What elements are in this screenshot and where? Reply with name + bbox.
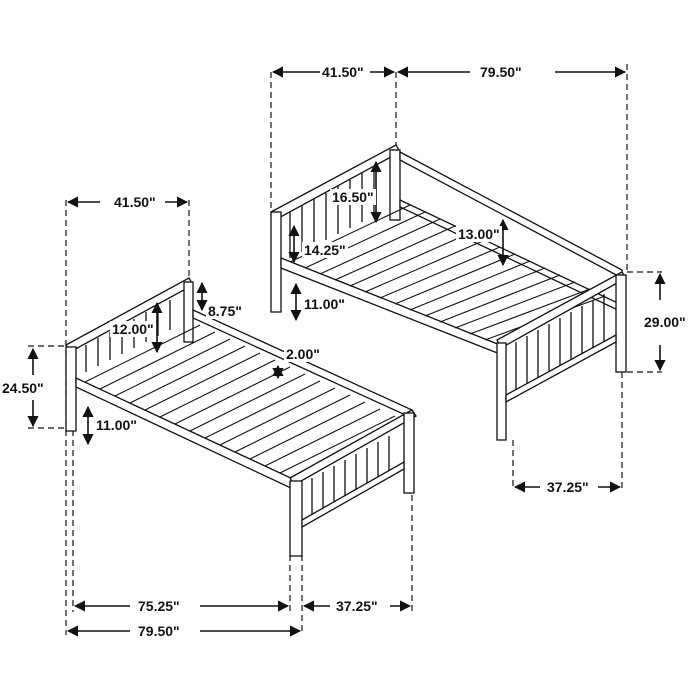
top-bed-footboard-height-label: 29.00" [642, 314, 688, 330]
bottom-bed-headboard-panel-label: 12.00" [110, 321, 156, 337]
top-bed-footboard-width-label: 37.25" [545, 479, 591, 495]
top-bed-drawing [270, 64, 662, 490]
bottom-bed-overall-height-label: 24.50" [0, 380, 46, 396]
top-bed-guard-rail-label: 13.00" [456, 226, 502, 242]
top-bed-length-label: 79.50" [478, 64, 524, 80]
top-bed-dimension-arrows [271, 66, 666, 493]
bottom-bed-footboard-width-label: 37.25" [334, 598, 380, 614]
bottom-bed-inner-length-label: 75.25" [136, 598, 182, 614]
bottom-bed-leg-clearance-label: 11.00" [94, 417, 139, 433]
bottom-bed-overall-length-label: 79.50" [136, 623, 182, 639]
bottom-bed-slat-rail-label: 2.00" [284, 346, 322, 362]
top-bed-headboard-to-rail-label: 14.25" [302, 242, 348, 258]
bottom-bed-dimension-arrows [27, 196, 412, 637]
top-bed-width-label: 41.50" [320, 64, 366, 80]
top-bed-headboard-height-label: 16.50" [330, 189, 376, 205]
bottom-bed-width-label: 41.50" [112, 194, 158, 210]
bottom-bed-drawing [28, 200, 417, 635]
top-bed-leg-clearance-label: 11.00" [302, 296, 347, 312]
bottom-bed-headboard-top-gap-label: 8.75" [206, 303, 244, 319]
